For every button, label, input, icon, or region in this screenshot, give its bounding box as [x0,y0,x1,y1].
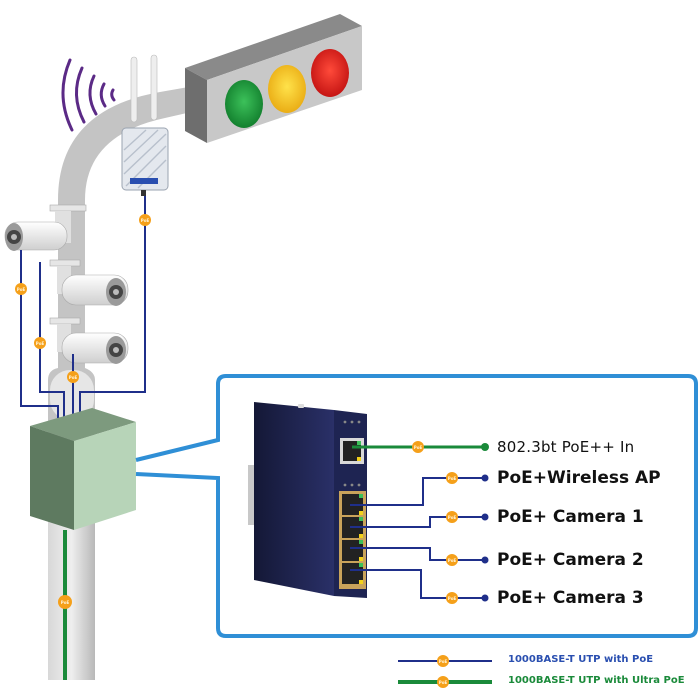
poe-badge-icon [446,511,458,523]
switch-uplink-line: PoE [352,441,489,453]
cable-camera-2 [39,262,65,418]
poe-badge-icon [437,676,449,688]
wireless-ap [121,54,169,196]
antenna-icon [130,56,138,123]
downlink-label-camera-3: PoE+ Camera 3 [497,588,644,608]
svg-text:PoE: PoE [414,445,423,450]
legend-label-ultra-poe: 1000BASE-T UTP with Ultra PoE [508,675,685,686]
din-rail-clip [248,465,258,525]
switch-callout [135,374,698,638]
svg-text:PoE: PoE [439,680,448,685]
poe-badge-icon [446,472,458,484]
svg-text:PoE: PoE [17,287,26,292]
svg-text:PoE: PoE [141,218,150,223]
poe-badge-icon: PoE [139,214,151,226]
svg-text:PoE: PoE [439,659,448,664]
traffic-light-green [225,80,263,128]
cable-camera-1 [20,250,59,418]
svg-text:PoE: PoE [448,596,457,601]
svg-text:PoE: PoE [448,558,457,563]
downlink-label-wireless-ap: PoE+Wireless AP [497,468,661,488]
poe-badge-icon: PoE [34,337,46,349]
poe-badge-icon: PoE [15,283,27,295]
poe-badge-icon [412,441,424,453]
downlink-port [342,563,363,584]
wifi-signal-icon [61,58,116,132]
poe-badge-icon [446,554,458,566]
svg-text:PoE: PoE [448,515,457,520]
legend-label-poe: 1000BASE-T UTP with PoE [508,654,654,665]
downlink-port [342,540,363,561]
poe-badge-icon [437,655,449,667]
poe-badge-icon [446,592,458,604]
downlink-label-camera-2: PoE+ Camera 2 [497,550,644,570]
antenna-icon [150,54,158,121]
poe-badge-icon: PoE [58,595,72,609]
svg-text:PoE: PoE [61,600,70,605]
uplink-label: 802.3bt PoE++ In [497,438,635,456]
traffic-light [185,14,362,143]
downlink-endpoints: PoE PoE PoE PoE [446,472,489,604]
poe-badge-icon: PoE [67,371,79,383]
svg-text:PoE: PoE [69,375,78,380]
camera-2 [49,259,129,306]
switch-downlink-lines [350,477,485,599]
pole-cabinet [30,408,136,530]
poe-badges-pole: PoE PoE PoE PoE PoE [15,214,151,609]
traffic-light-red [311,49,349,97]
svg-text:PoE: PoE [448,476,457,481]
cable-wireless-ap [79,196,146,418]
traffic-light-yellow [268,65,306,113]
camera-3 [49,317,129,364]
poe-cables [20,196,146,418]
svg-text:PoE: PoE [36,341,45,346]
camera-1 [4,204,87,251]
legend: PoE PoE [398,655,492,688]
downlink-label-camera-1: PoE+ Camera 1 [497,507,644,527]
poe-switch [248,402,367,598]
